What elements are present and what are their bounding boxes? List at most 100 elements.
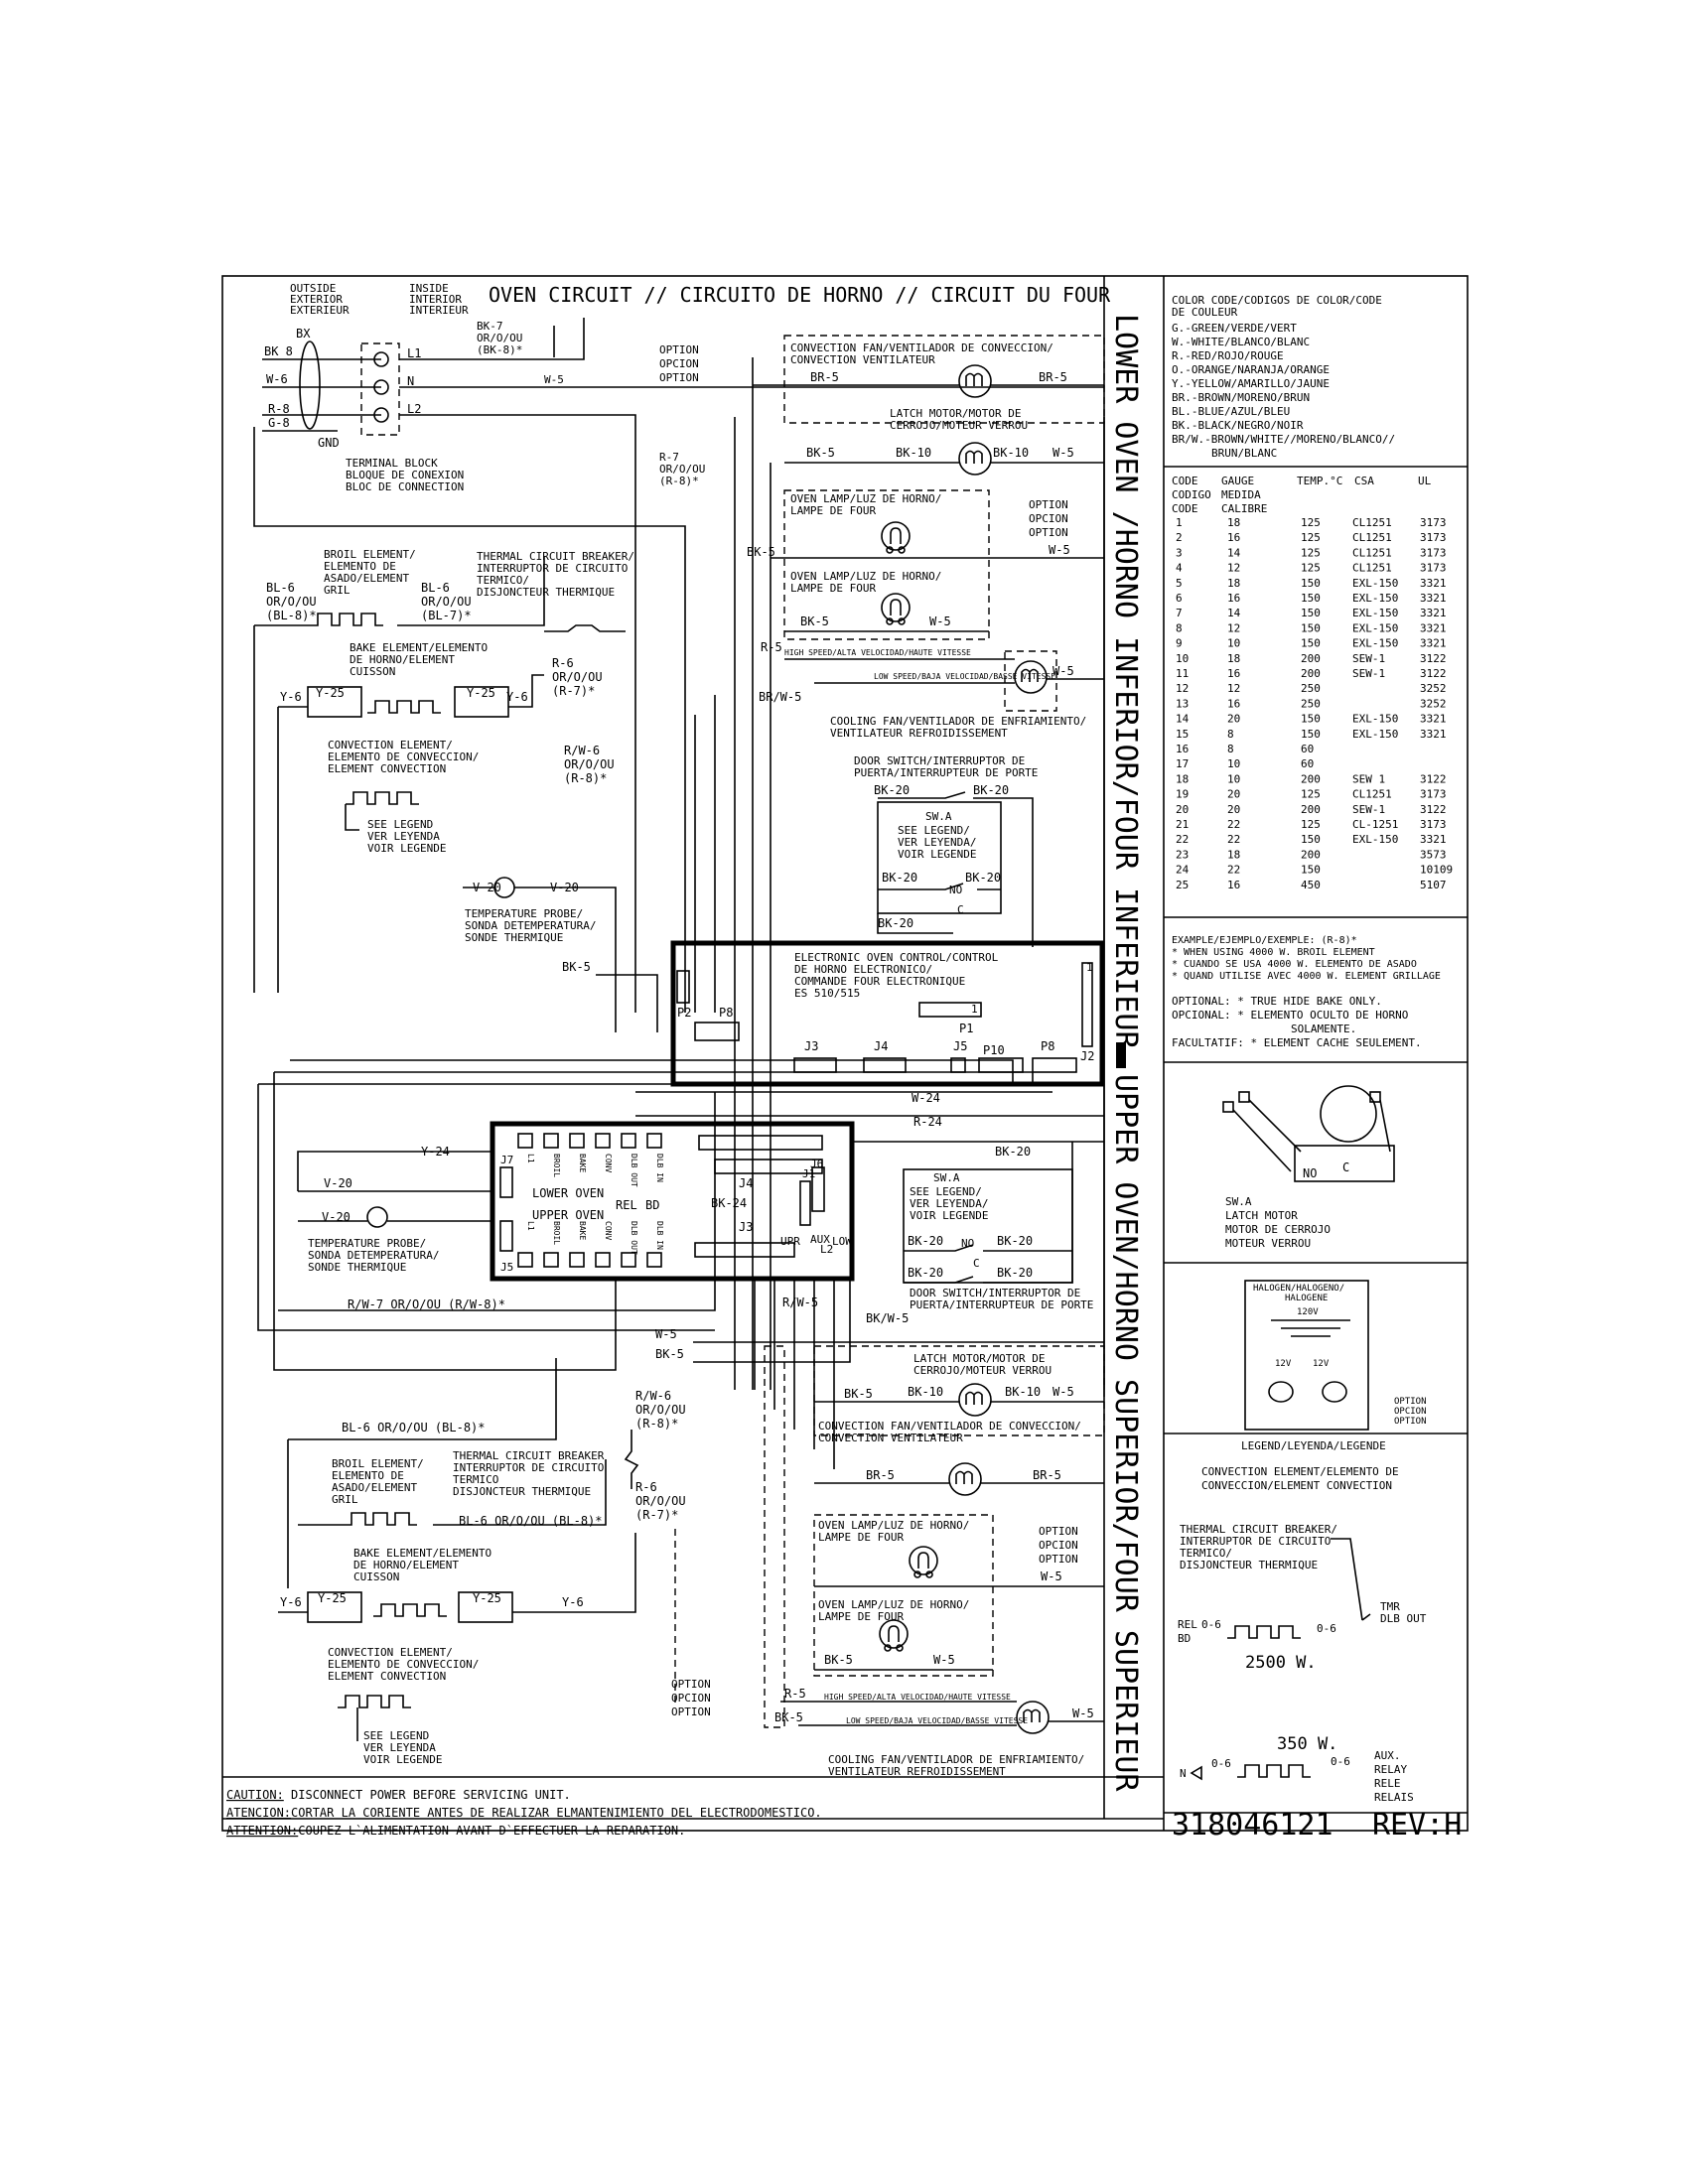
gauge-cell: 16 xyxy=(1227,697,1240,710)
upper-broil-3: ASADO/ELEMENT xyxy=(332,1481,417,1494)
gauge-cell: 3321 xyxy=(1420,833,1447,846)
upper-conv-el-3: ELEMENT CONVECTION xyxy=(328,1670,446,1683)
mid-temp-probe-icon xyxy=(366,1206,388,1228)
gauge-header: CSA xyxy=(1354,475,1374,487)
relay-top-tag: DLB OUT xyxy=(630,1154,638,1187)
upper-conv-fan-motor-icon xyxy=(948,1462,982,1496)
lower-broil-element-icon xyxy=(309,613,384,626)
upper-door-2: PUERTA/INTERRUPTEUR DE PORTE xyxy=(910,1298,1093,1311)
gauge-cell: 5107 xyxy=(1420,879,1447,891)
upper-bk10a: BK-10 xyxy=(908,1385,943,1399)
eoc-p2: P2 xyxy=(677,1006,691,1020)
lower-option-1: OPTION xyxy=(659,343,699,356)
upper-r6-2: OR/O/OU xyxy=(635,1494,686,1508)
gauge-cell: SEW-1 xyxy=(1352,803,1385,816)
lower-conv-el-1: CONVECTION ELEMENT/ xyxy=(328,739,453,751)
gauge-cell: 3321 xyxy=(1420,577,1447,590)
lower-bl6b-1: BL-6 xyxy=(421,581,450,595)
lower-oven-lamp-1-icon xyxy=(881,521,911,554)
gauge-cell: 3321 xyxy=(1420,607,1447,619)
halogen-option-3: OPTION xyxy=(1394,1417,1427,1427)
lower-bake-label-1: BAKE ELEMENT/ELEMENTO xyxy=(350,641,488,654)
gauge-cell: 3252 xyxy=(1420,697,1447,710)
caution-block: CAUTION: DISCONNECT POWER BEFORE SERVICI… xyxy=(226,1788,822,1838)
latch-label-4: MOTEUR VERROU xyxy=(1225,1237,1311,1250)
halogen-option-1: OPTION xyxy=(1394,1397,1427,1407)
notes-optional-4: FACULTATIF: * ELEMENT CACHE SEULEMENT. xyxy=(1172,1036,1422,1049)
upper-tcb-4: DISJONCTEUR THERMIQUE xyxy=(453,1485,591,1498)
lower-probe-1: TEMPERATURE PROBE/ xyxy=(465,907,583,920)
lower-lamp-option-3: OPTION xyxy=(1029,526,1068,539)
lower-bk10a: BK-10 xyxy=(896,446,931,460)
gauge-cell: 1 xyxy=(1176,516,1183,529)
upper-swa-4: VOIR LEGENDE xyxy=(910,1209,988,1222)
lower-latch-label-1: LATCH MOTOR/MOTOR DE xyxy=(890,407,1021,420)
upper-oven-lamp-1-icon xyxy=(909,1546,938,1578)
upper-bk10b: BK-10 xyxy=(1005,1385,1041,1399)
gauge-cell: 11 xyxy=(1176,667,1189,680)
upper-bk20-d: BK-20 xyxy=(997,1266,1033,1280)
lower-r5: R-5 xyxy=(761,640,782,654)
lower-swa-c: C xyxy=(957,903,964,916)
lower-cooling-label-1: COOLING FAN/VENTILADOR DE ENFRIAMIENTO/ xyxy=(830,715,1086,728)
gauge-cell: 24 xyxy=(1176,864,1190,877)
relay-rel: REL xyxy=(616,1198,637,1212)
upper-y25-a: Y-25 xyxy=(318,1591,347,1605)
upper-lamp2-1: OVEN LAMP/LUZ DE HORNO/ xyxy=(818,1598,969,1611)
upper-broil-1: BROIL ELEMENT/ xyxy=(332,1457,424,1470)
lower-w5: W-5 xyxy=(1052,446,1074,460)
upper-tcb-1: THERMAL CIRCUIT BREAKER xyxy=(453,1449,605,1462)
gauge-cell: 250 xyxy=(1301,682,1321,695)
legend-tmr: TMR xyxy=(1380,1600,1400,1613)
wire-bk7-2: OR/O/OU xyxy=(477,332,522,344)
relay-bk24: BK-24 xyxy=(711,1196,747,1210)
upper-lamp1-2: LAMPE DE FOUR xyxy=(818,1531,904,1544)
gauge-cell: 150 xyxy=(1301,637,1321,650)
gauge-cell: 23 xyxy=(1176,848,1189,861)
lower-swa-box xyxy=(877,801,1002,914)
upper-lamp-option-3: OPTION xyxy=(1039,1553,1078,1566)
legend-bd: BD xyxy=(1178,1632,1191,1645)
halogen-12v-b: 12V xyxy=(1313,1359,1330,1369)
gauge-cell: 6 xyxy=(1176,592,1183,605)
gnd-label: GND xyxy=(318,436,340,450)
gauge-cell: 3173 xyxy=(1420,516,1447,529)
latch-label-3: MOTOR DE CERROJO xyxy=(1225,1223,1331,1236)
lower-w5c: W-5 xyxy=(929,614,951,628)
gauge-cell: 125 xyxy=(1301,516,1321,529)
upper-lamp1-1: OVEN LAMP/LUZ DE HORNO/ xyxy=(818,1519,969,1532)
upper-cooling-1: COOLING FAN/VENTILADOR DE ENFRIAMIENTO/ xyxy=(828,1753,1084,1766)
wire-bk20: BK-20 xyxy=(995,1145,1031,1159)
upper-r6-3: (R-7)* xyxy=(635,1508,678,1522)
lower-lamp2-label-2: LAMPE DE FOUR xyxy=(790,582,876,595)
notes-line-2: * CUANDO SE USA 4000 W. ELEMENTO DE ASAD… xyxy=(1172,959,1417,970)
gauge-cell: 13 xyxy=(1176,697,1189,710)
upper-latch-2: CERROJO/MOTEUR VERROU xyxy=(913,1364,1052,1377)
lower-convection-element-icon xyxy=(345,791,420,805)
color-code-row: BR.-BROWN/MORENO/BRUN xyxy=(1172,391,1310,404)
lower-tcb-2: INTERRUPTOR DE CIRCUITO xyxy=(477,562,628,575)
terminal-block-label-2: BLOQUE DE CONEXION xyxy=(346,469,464,481)
wire-r7-1: R-7 xyxy=(659,451,679,464)
legend-panel: LEGEND/LEYENDA/LEGENDE CONVECTION ELEMEN… xyxy=(1178,1439,1427,1804)
gauge-cell: 250 xyxy=(1301,697,1321,710)
gauge-cell: EXL-150 xyxy=(1352,728,1398,741)
lower-lamp2-label-1: OVEN LAMP/LUZ DE HORNO/ xyxy=(790,570,941,583)
gauge-cell: 125 xyxy=(1301,562,1321,575)
halogen-bulb-2-icon xyxy=(1322,1381,1347,1403)
halogen-120v: 120V xyxy=(1297,1307,1319,1317)
legend-2500w: 2500 W. xyxy=(1245,1653,1317,1673)
gauge-cell: 3173 xyxy=(1420,562,1447,575)
lower-lamp-box xyxy=(783,489,990,640)
relay-j3: J3 xyxy=(739,1220,753,1234)
lower-y6-b: Y-6 xyxy=(506,690,528,704)
title-divider xyxy=(1116,1042,1126,1068)
gauge-cell: 18 xyxy=(1176,772,1189,785)
mid-probe-2: SONDA DETEMPERATURA/ xyxy=(308,1249,439,1262)
gauge-cell: 3173 xyxy=(1420,546,1447,559)
electronic-oven-control: ELECTRONIC OVEN CONTROL/CONTROL DE HORNO… xyxy=(670,940,1105,1087)
lower-bk20-a: BK-20 xyxy=(874,783,910,797)
wire-w6: W-6 xyxy=(266,372,288,386)
lower-swa-4: VOIR LEGENDE xyxy=(898,848,976,861)
gauge-cell: EXL-150 xyxy=(1352,637,1398,650)
